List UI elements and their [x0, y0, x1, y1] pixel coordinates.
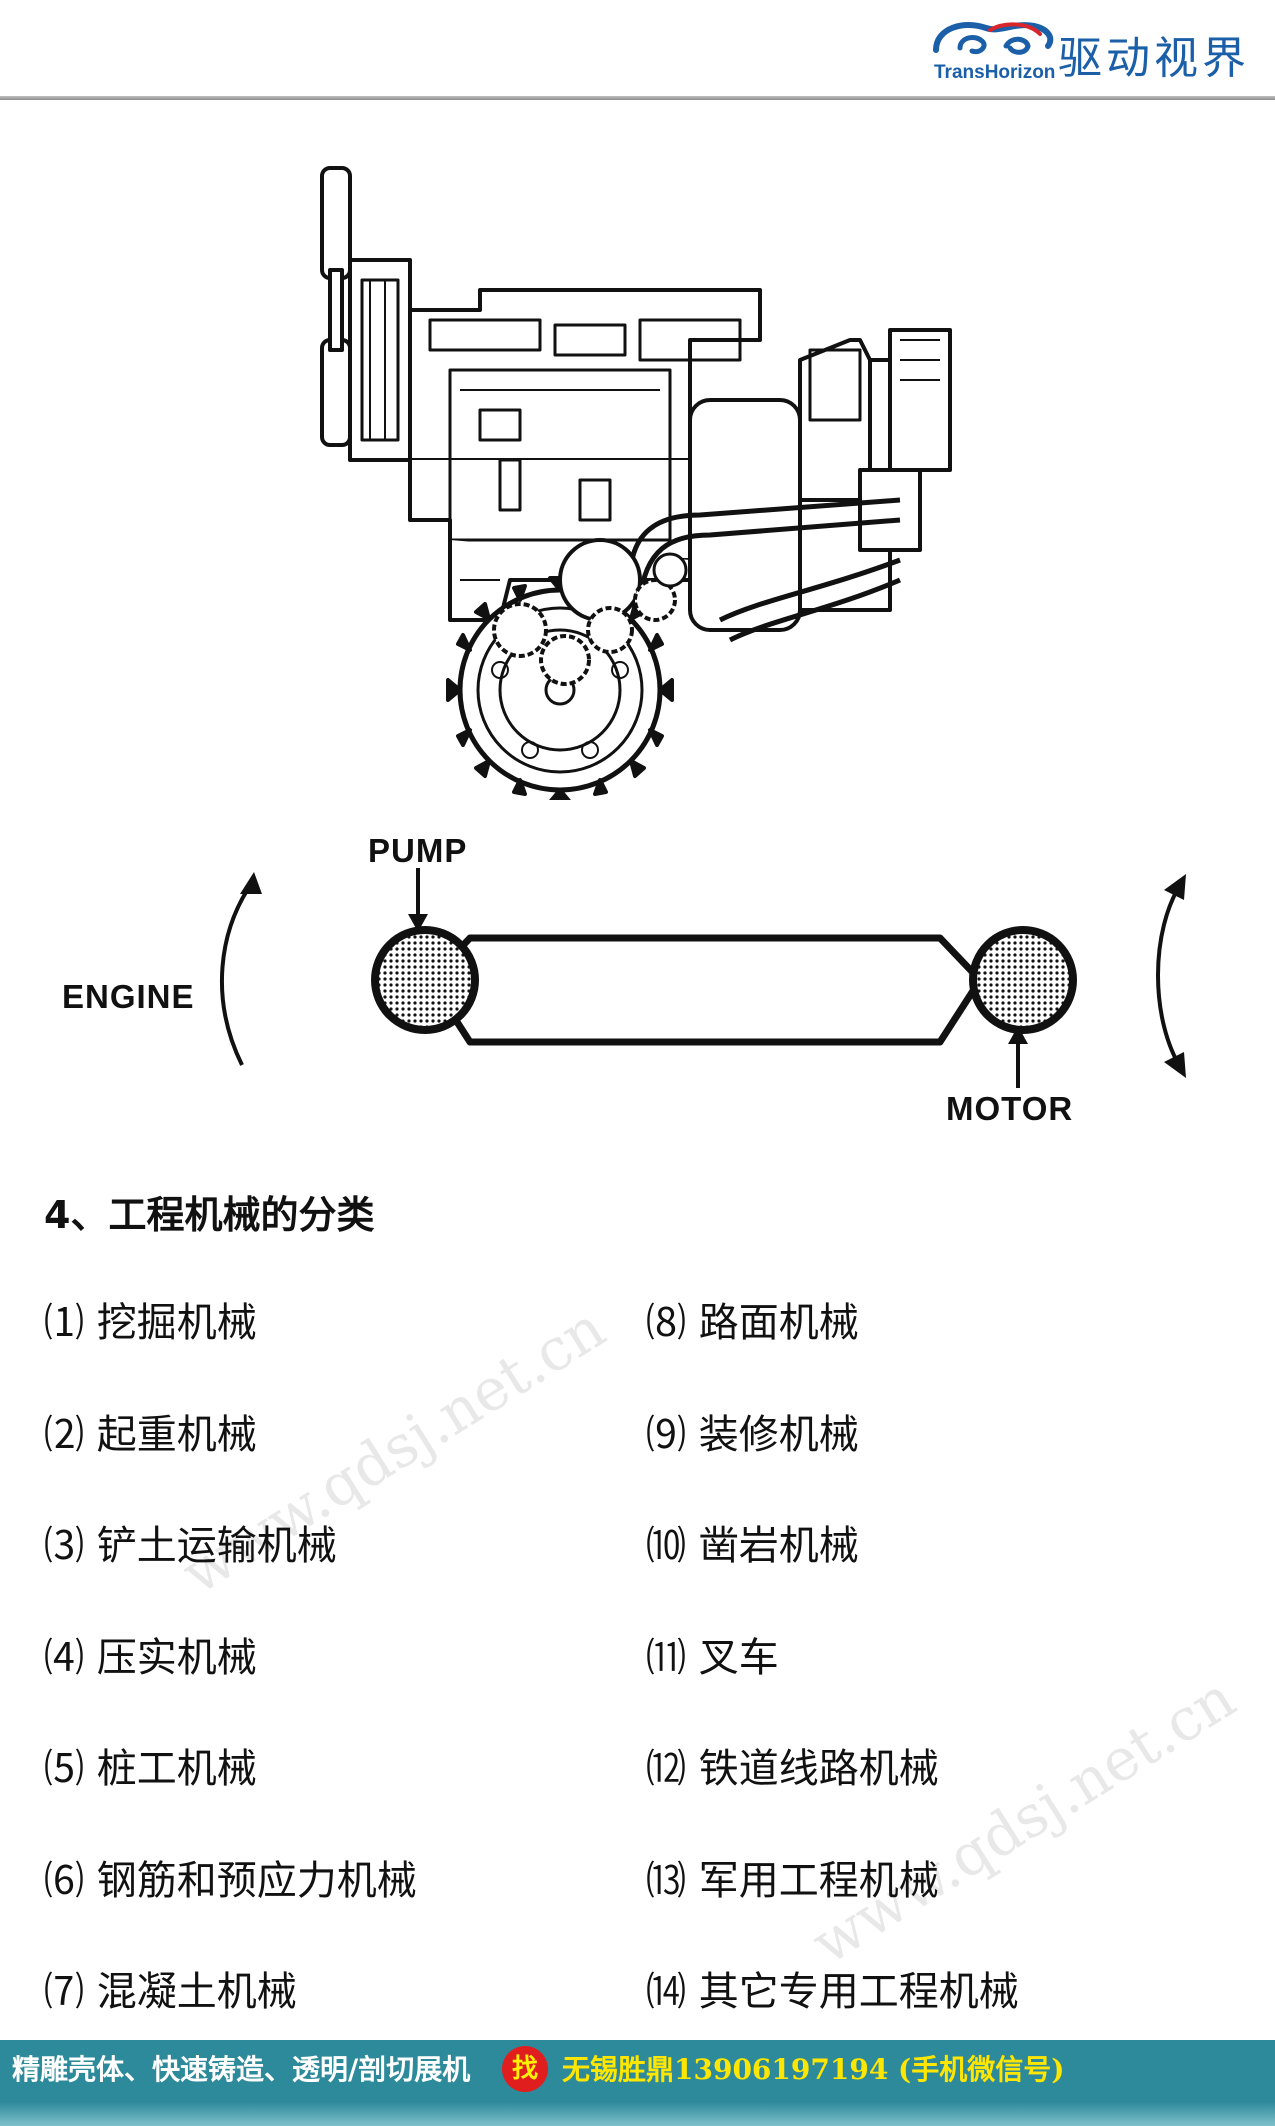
category-list-right: ⑻ 路面机械 ⑼ 装修机械 ⑽ 凿岩机械 ⑾ 叉车 ⑿ 铁道线路机械 ⒀ 军用工…	[646, 1290, 1019, 2071]
list-item: ⑷ 压实机械	[44, 1634, 257, 1681]
list-item: ⑻ 路面机械	[646, 1300, 859, 1346]
find-badge: 找	[502, 2046, 548, 2092]
engine-rotation-arrow	[220, 878, 256, 1066]
footer-banner: 精雕壳体、快速铸造、透明/剖切展机 找 无锡胜鼎13906197194 (手机微…	[0, 2040, 1275, 2126]
list-item: ⑵ 起重机械	[44, 1411, 257, 1458]
brand-name-cn: 驱动视界	[1058, 33, 1250, 84]
engine-label: ENGINE	[62, 978, 195, 1015]
list-item: ⑹ 钢筋和预应力机械	[44, 1857, 417, 1904]
pump-circle-icon	[371, 926, 479, 1034]
motor-rotation-arrow	[1156, 880, 1184, 1072]
list-item: ⑼ 装修机械	[646, 1411, 859, 1458]
list-item: ⑾ 叉车	[646, 1634, 779, 1681]
list-item: ⑴ 挖掘机械	[44, 1300, 257, 1346]
brand-logo[interactable]: TransHorizon 驱动视界	[930, 14, 1260, 88]
footer-contact[interactable]: 无锡胜鼎13906197194 (手机微信号)	[562, 2053, 1065, 2086]
section-title: 4、工程机械的分类	[44, 1193, 375, 1237]
list-item: ⑺ 混凝土机械	[44, 1969, 297, 2015]
list-item: ⑿ 铁道线路机械	[646, 1746, 939, 1792]
return-line	[427, 978, 983, 1046]
pump-pointer-icon	[408, 914, 428, 932]
engine-drive-illustration	[320, 166, 952, 800]
motor-circle-icon	[969, 926, 1077, 1034]
car-swirl-icon	[933, 22, 1054, 55]
pump-label: PUMP	[368, 832, 468, 869]
list-item: ⑶ 铲土运输机械	[44, 1523, 337, 1569]
brand-name-en: TransHorizon	[934, 62, 1056, 83]
motor-pointer-icon	[1008, 1026, 1028, 1044]
list-item: ⒁ 其它专用工程机械	[646, 1969, 1019, 2015]
hydrostatic-loop-diagram: PUMP ENGINE MOTOR	[40, 820, 1240, 1144]
list-item: ⑽ 凿岩机械	[646, 1523, 859, 1569]
motor-label: MOTOR	[946, 1090, 1074, 1127]
pump-motor-loop	[220, 868, 1186, 1088]
category-list-left: ⑴ 挖掘机械 ⑵ 起重机械 ⑶ 铲土运输机械 ⑷ 压实机械 ⑸ 桩工机械 ⑹ 钢…	[44, 1290, 417, 2071]
header: TransHorizon 驱动视界	[0, 0, 1275, 100]
supply-line	[427, 934, 983, 983]
header-divider	[0, 96, 1275, 100]
list-item: ⒀ 军用工程机械	[646, 1857, 939, 1904]
footer-slogan: 精雕壳体、快速铸造、透明/剖切展机	[12, 2053, 471, 2086]
list-item: ⑸ 桩工机械	[44, 1746, 257, 1792]
